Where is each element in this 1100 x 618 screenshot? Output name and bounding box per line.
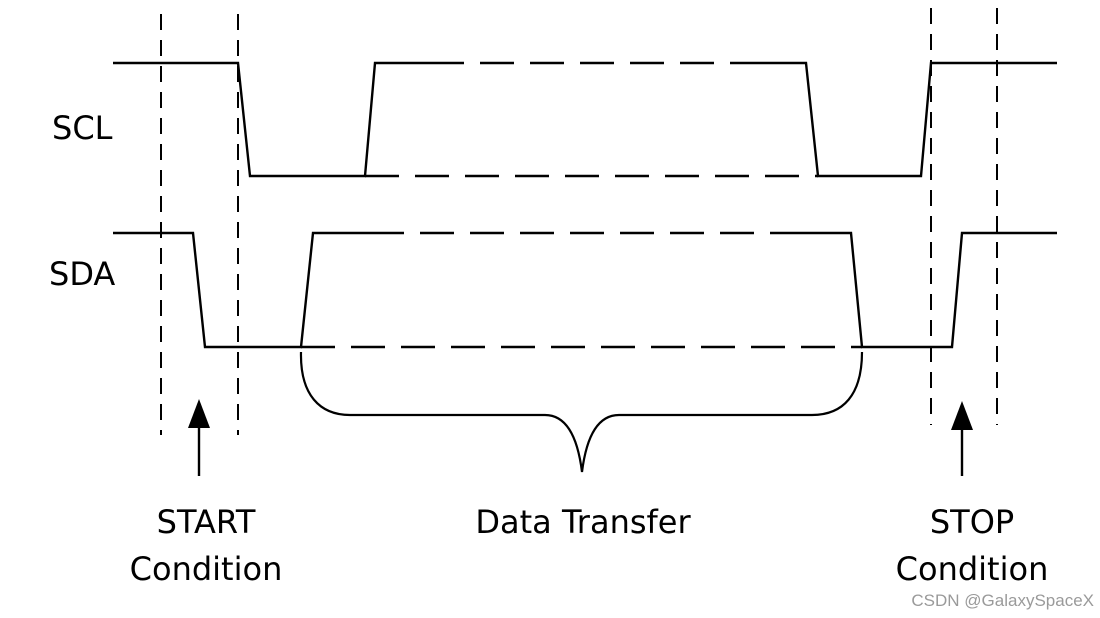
data-transfer-brace <box>299 351 864 473</box>
scl-end-segment <box>760 61 1057 178</box>
start-arrow <box>188 399 210 476</box>
stop-arrow <box>951 401 973 476</box>
stop-label-line2: Condition <box>896 550 1049 588</box>
start-label-line2: Condition <box>130 550 283 588</box>
scl-waveform <box>113 61 1057 178</box>
guide-lines <box>160 8 998 435</box>
data-transfer-label: Data Transfer <box>475 503 691 541</box>
start-label-line1: START <box>157 503 256 541</box>
watermark-text: CSDN @GalaxySpaceX <box>911 591 1094 610</box>
stop-arrow-head <box>951 401 973 430</box>
sda-start-segment <box>113 231 370 349</box>
sda-waveform <box>113 231 1057 349</box>
start-arrow-head <box>188 399 210 428</box>
sda-label: SDA <box>49 255 115 293</box>
stop-label-line1: STOP <box>930 503 1014 541</box>
scl-start-segment <box>113 61 430 178</box>
sda-end-segment <box>800 231 1057 349</box>
scl-label: SCL <box>52 109 113 147</box>
